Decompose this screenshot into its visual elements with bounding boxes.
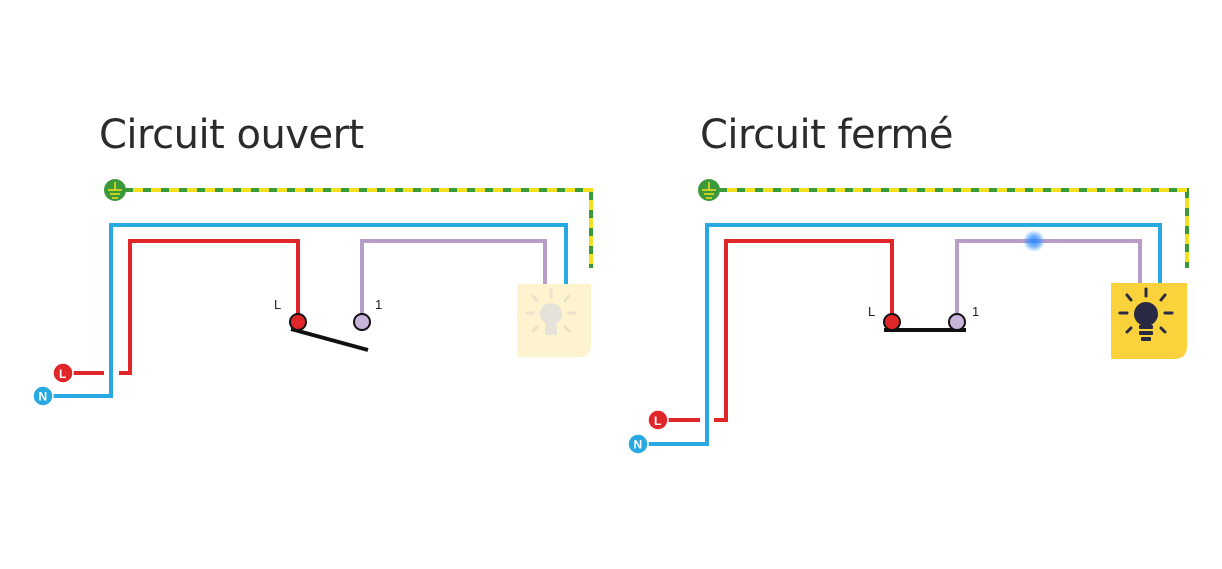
switch-label-1: 1 xyxy=(375,297,382,312)
phase-wire-to-switch xyxy=(714,239,894,422)
switch-terminal-1 xyxy=(353,313,371,331)
switch-terminal-l xyxy=(289,313,307,331)
switch-label-1: 1 xyxy=(972,304,979,319)
phase-badge: L xyxy=(647,409,669,431)
switch-terminal-l xyxy=(883,313,901,331)
neutral-wire xyxy=(43,223,568,398)
neutral-badge: N xyxy=(627,433,649,455)
earth-wire xyxy=(115,188,593,268)
light-bulb-icon xyxy=(1118,287,1174,341)
current-glow xyxy=(1023,230,1045,252)
light-bulb-icon xyxy=(525,288,577,335)
switch-label-l: L xyxy=(274,297,281,312)
title-closed-circuit: Circuit fermé xyxy=(700,112,953,158)
svg-text:L: L xyxy=(59,367,66,381)
panel-closed-circuit: L 1 L N xyxy=(627,179,1189,455)
switch-label-l: L xyxy=(868,304,875,319)
switch-terminal-1 xyxy=(948,313,966,331)
switch-lever-open xyxy=(290,327,369,352)
neutral-badge: N xyxy=(32,385,54,407)
phase-wire-to-switch xyxy=(119,239,300,375)
lamp-off xyxy=(517,284,591,357)
return-wire xyxy=(955,239,1142,320)
svg-text:N: N xyxy=(634,438,643,452)
lamp-on xyxy=(1111,283,1187,359)
svg-text:L: L xyxy=(654,414,661,428)
phase-badge: L xyxy=(52,362,74,384)
svg-text:N: N xyxy=(39,390,48,404)
neutral-wire xyxy=(638,223,1162,446)
ground-icon xyxy=(104,179,126,201)
return-wire xyxy=(360,239,547,320)
ground-icon xyxy=(698,179,720,201)
panel-open-circuit: L 1 L N xyxy=(32,179,593,407)
earth-wire xyxy=(709,188,1189,268)
title-open-circuit: Circuit ouvert xyxy=(99,112,364,158)
